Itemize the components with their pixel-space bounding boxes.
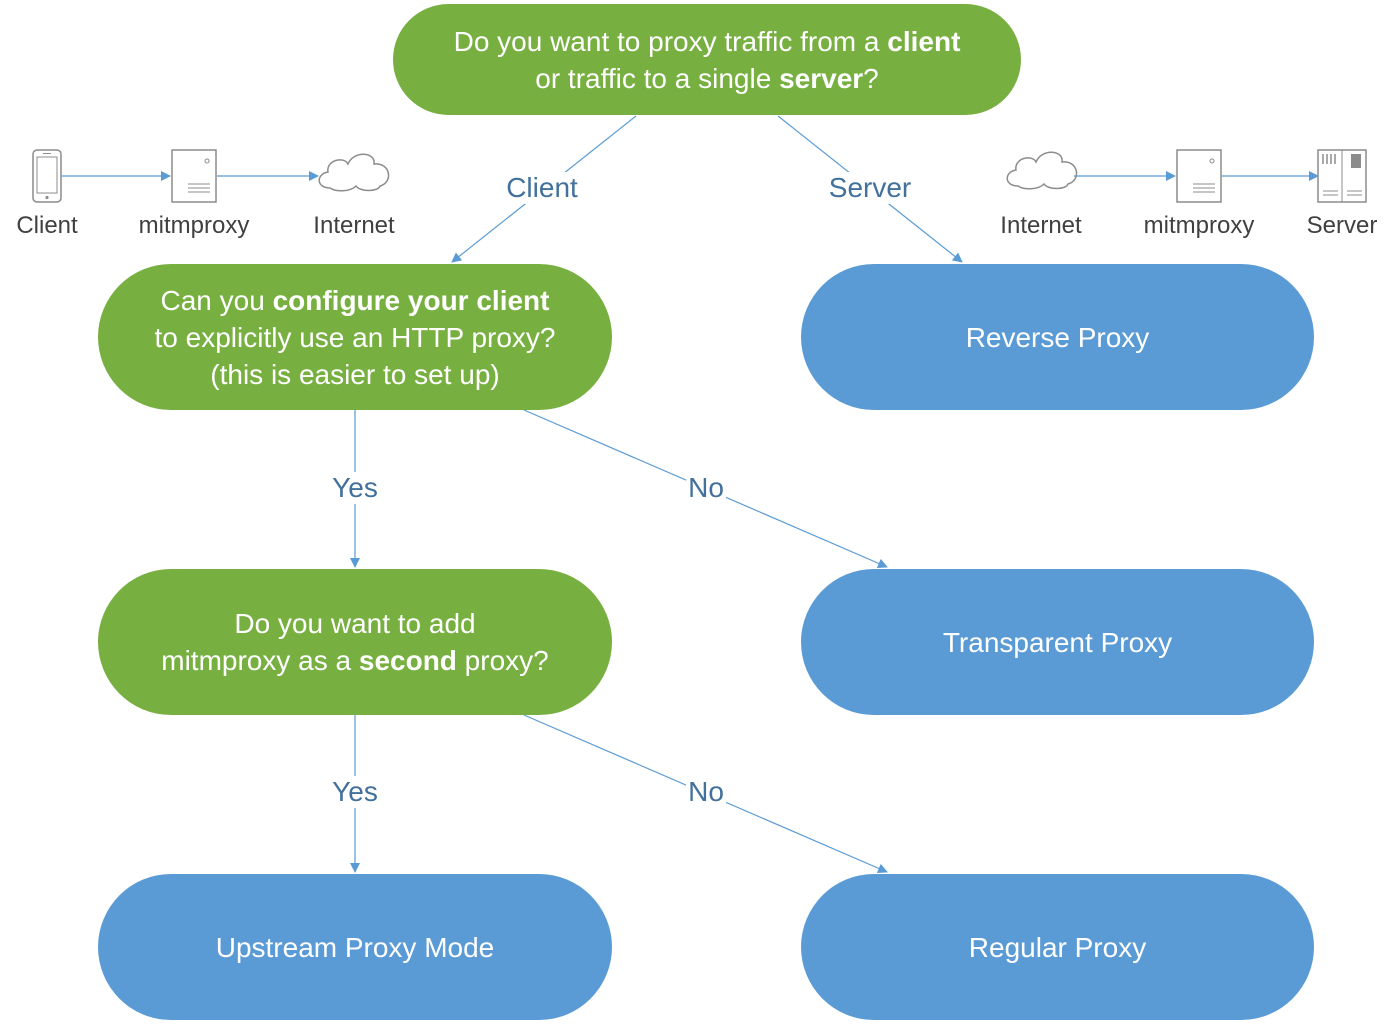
server-flow <box>1006 149 1367 203</box>
result-regular-proxy: Regular Proxy <box>801 874 1314 1020</box>
server-box-icon <box>1176 149 1222 203</box>
q3-line1-text: Do you want to add <box>234 608 476 639</box>
edge-label-q3-yes: Yes <box>330 776 380 808</box>
upstream-proxy-mode-label: Upstream Proxy Mode <box>215 931 495 963</box>
server-rack-icon <box>1317 149 1367 203</box>
edge-label-server: Server <box>826 172 914 204</box>
server-flow-internet-label: Internet <box>1000 212 1082 239</box>
edge-label-client: Client <box>504 172 580 204</box>
client-flow <box>32 149 390 203</box>
server-flow-server-label: Server <box>1306 212 1378 239</box>
edge-label-q3-no: No <box>686 776 726 808</box>
result-reverse-proxy: Reverse Proxy <box>801 264 1314 410</box>
q1-line2-text: or traffic to a single <box>535 62 780 94</box>
q1-server-emphasis: server <box>779 62 864 94</box>
server-flow-mitmproxy-label: mitmproxy <box>1143 212 1255 239</box>
q3-line2-text: mitmproxy as a <box>161 645 359 676</box>
edge-label-q2-yes: Yes <box>330 472 380 504</box>
client-flow-client-label: Client <box>16 212 78 239</box>
q1-line1-text: Do you want to proxy traffic from a <box>453 25 888 57</box>
q2-line3-text: (this is easier to set up) <box>210 358 500 390</box>
q3-line2-end: proxy? <box>456 645 549 676</box>
client-flow-mitmproxy-label: mitmproxy <box>138 212 250 239</box>
server-box-icon <box>171 149 217 203</box>
question-second-proxy: Do you want to add mitmproxy as a second… <box>98 569 612 715</box>
q2-configure-emphasis: configure your client <box>272 284 550 316</box>
question-client-or-server: Do you want to proxy traffic from a clie… <box>393 4 1021 115</box>
reverse-proxy-label: Reverse Proxy <box>965 321 1150 353</box>
smartphone-icon <box>32 149 62 203</box>
client-flow-internet-label: Internet <box>313 212 395 239</box>
q1-client-emphasis: client <box>887 25 961 57</box>
question-configure-client: Can you configure your client to explici… <box>98 264 612 410</box>
q1-line2-end: ? <box>863 62 879 94</box>
cloud-icon <box>1006 151 1078 190</box>
q2-line2-text: to explicitly use an HTTP proxy? <box>154 321 556 353</box>
regular-proxy-label: Regular Proxy <box>968 931 1147 963</box>
q2-line1-text: Can you <box>160 284 273 316</box>
q3-second-emphasis: second <box>358 645 457 676</box>
cloud-icon <box>318 153 390 192</box>
edge-label-q2-no: No <box>686 472 726 504</box>
result-transparent-proxy: Transparent Proxy <box>801 569 1314 715</box>
result-upstream-proxy-mode: Upstream Proxy Mode <box>98 874 612 1020</box>
transparent-proxy-label: Transparent Proxy <box>942 626 1173 658</box>
